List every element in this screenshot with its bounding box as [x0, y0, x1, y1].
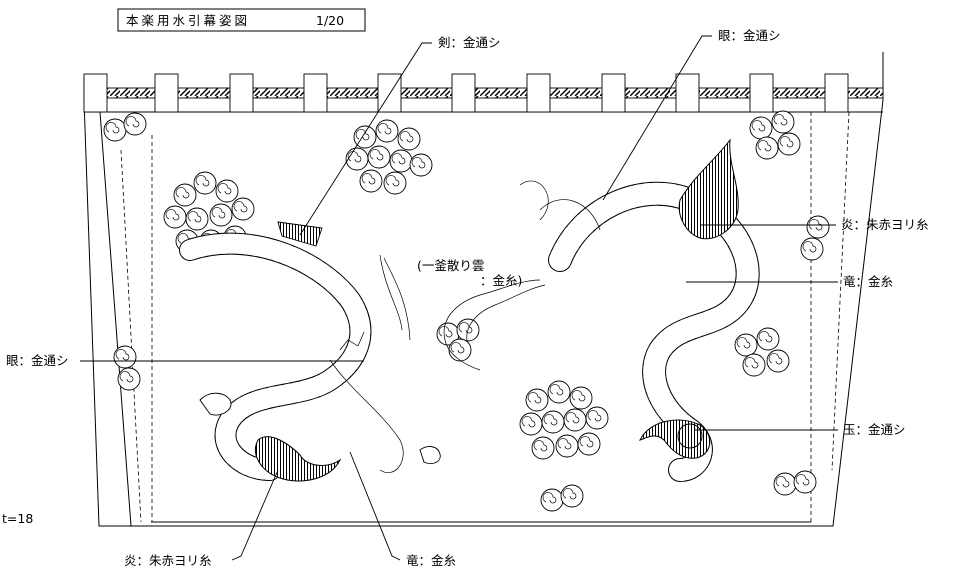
drawing-title: 本楽用水引幕姿図 — [126, 13, 250, 28]
label-flame-left: 炎：朱赤ヨリ糸 — [124, 553, 212, 568]
label-clouds-line2: ：金糸) — [480, 273, 522, 288]
flame-right — [678, 138, 739, 240]
dragon-left-hands — [199, 392, 441, 465]
callout-labels: 剣：金通シ 眼：金通シ 炎：朱赤ヨリ糸 竜：金糸 (一釜散り雲 ：金糸) 眼：金… — [2, 28, 929, 568]
leader-dragon-left — [349, 451, 401, 561]
rope-band — [83, 73, 884, 113]
label-dragon-right: 竜：金糸 — [843, 274, 893, 289]
label-sword: 剣：金通シ — [438, 35, 501, 50]
leader-eye-right — [602, 35, 712, 201]
dragon-left — [179, 232, 441, 481]
leader-sword — [299, 42, 432, 236]
title-block: 本楽用水引幕姿図 1/20 — [117, 8, 366, 32]
thickness-note: t=18 — [2, 511, 33, 526]
label-dragon-left: 竜：金糸 — [406, 553, 456, 568]
drawing-scale: 1/20 — [316, 13, 344, 28]
title-frame — [117, 8, 366, 32]
leader-flame-left — [231, 469, 279, 561]
jewel — [639, 419, 711, 459]
leader-lines — [80, 35, 838, 561]
sword — [277, 221, 323, 247]
label-eye-left: 眼：金通シ — [6, 353, 69, 368]
label-jewel: 玉：金通シ — [843, 422, 906, 437]
label-eye-right: 眼：金通シ — [718, 28, 781, 43]
label-flame-right: 炎：朱赤ヨリ糸 — [841, 217, 929, 232]
flame-left — [255, 436, 342, 482]
label-clouds-line1: (一釜散り雲 — [417, 258, 484, 273]
